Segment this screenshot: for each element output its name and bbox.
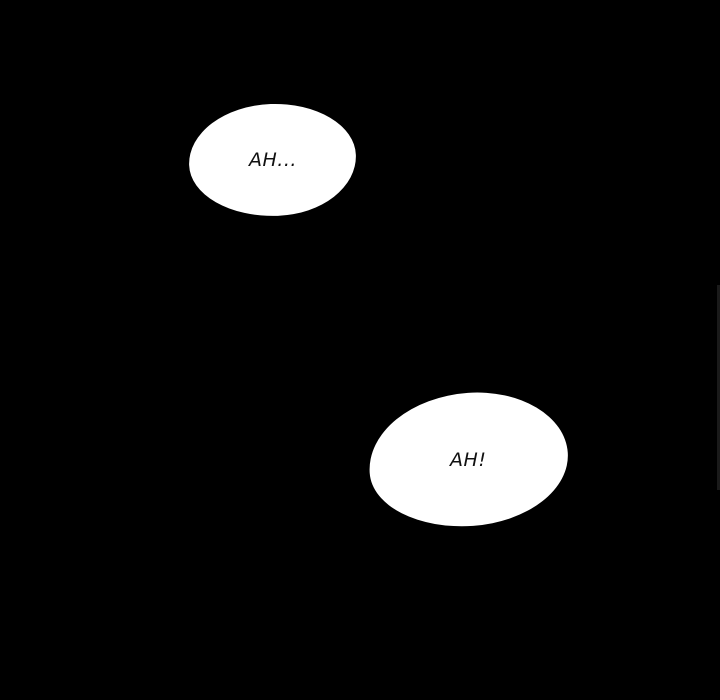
speech-bubble-1: AH... (187, 101, 358, 219)
speech-bubble-2-text: AH! (450, 448, 487, 471)
panel-edge-line (717, 285, 720, 490)
speech-bubble-2: AH! (364, 386, 573, 533)
speech-bubble-1-text: AH... (248, 149, 297, 171)
